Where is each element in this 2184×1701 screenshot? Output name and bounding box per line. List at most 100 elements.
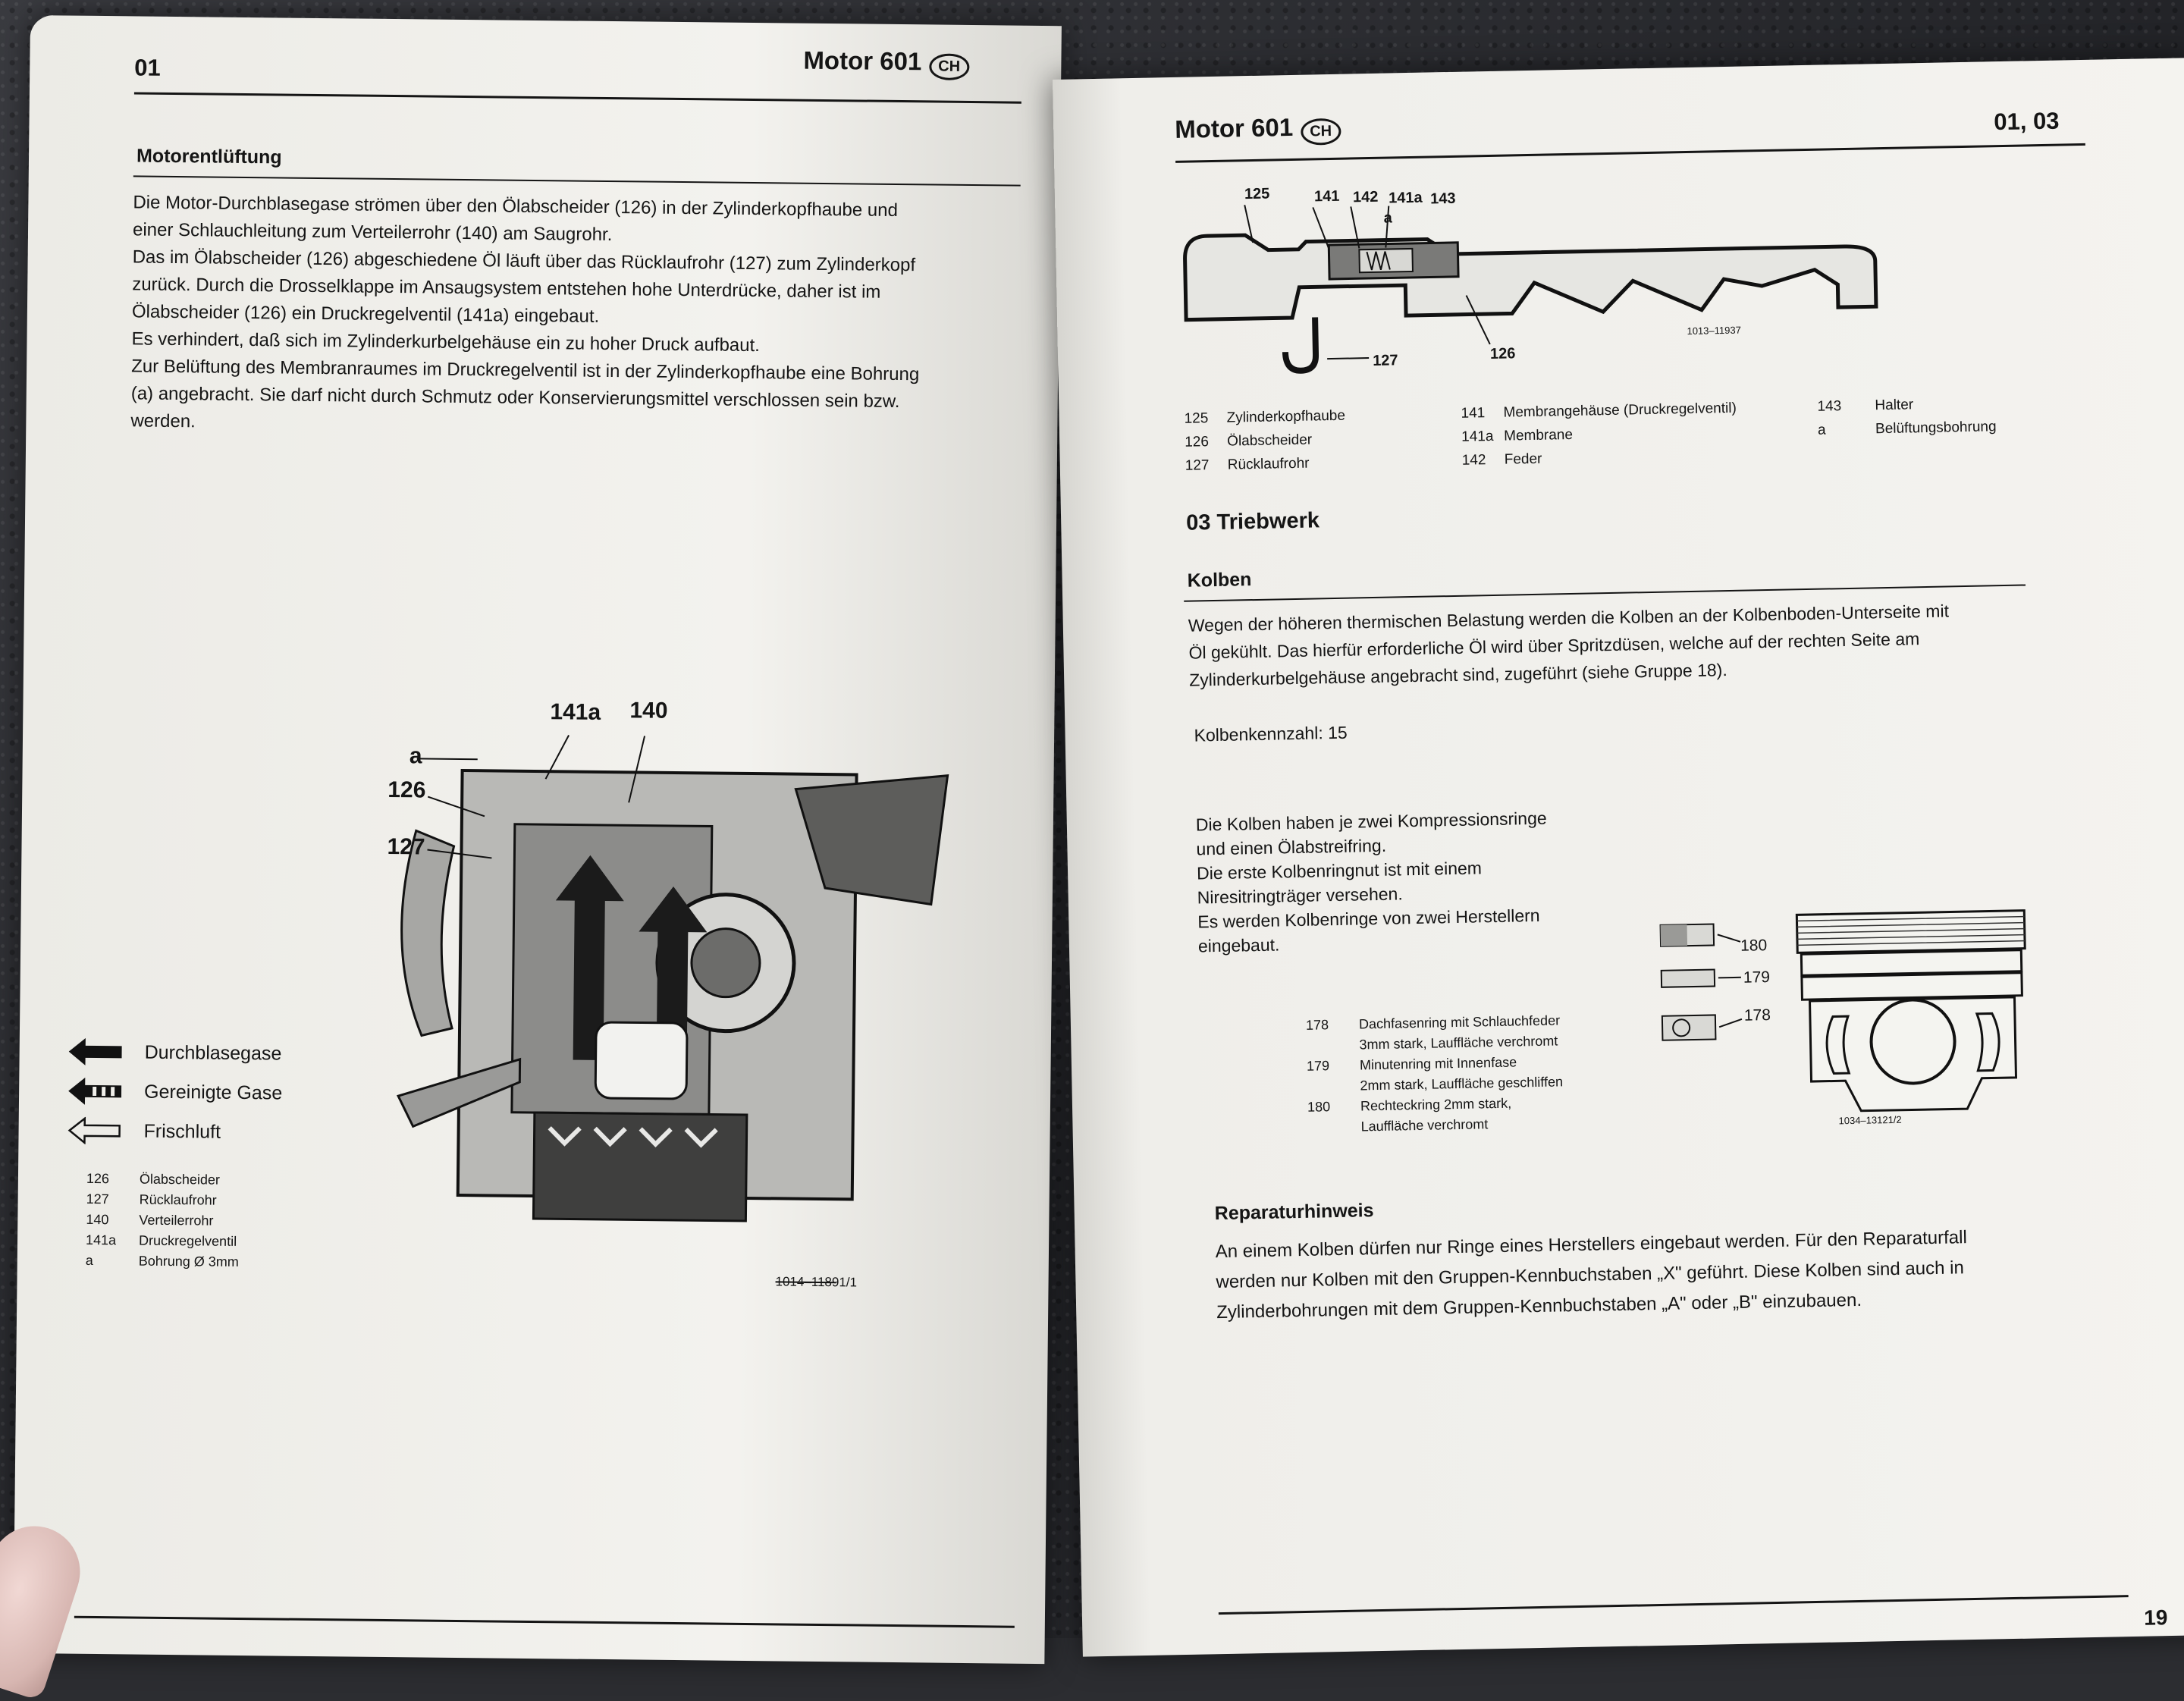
- rings-paragraph: Die Kolben haben je zwei Kompressionsrin…: [1196, 806, 1549, 959]
- figure-label-a: a: [409, 743, 422, 769]
- flow-legend-item: Frischluft: [67, 1111, 282, 1153]
- piston-callout-178: 178: [1743, 1006, 1771, 1025]
- piston-callout-179: 179: [1743, 968, 1771, 987]
- section-title-triebwerk: 03 Triebwerk: [1185, 508, 1320, 535]
- top-callout-141: 141: [1313, 187, 1340, 206]
- legend-row: a Belüftungsbohrung: [1818, 415, 1997, 442]
- legend-number: a: [85, 1252, 93, 1268]
- outline-arrow-icon: [67, 1116, 121, 1145]
- kolben-paragraph: Wegen der höheren thermischen Belastung …: [1188, 595, 2062, 694]
- legend-name: Rechteckring 2mm stark, Lauffläche verchr…: [1360, 1094, 1512, 1138]
- legend-name: Ölabscheider: [139, 1171, 221, 1188]
- left-figure-id: 1014–11891/1: [775, 1274, 858, 1290]
- kolbenkennzahl: Kolbenkennzahl: 15: [1194, 722, 1348, 745]
- flow-legend-label: Frischluft: [143, 1120, 221, 1143]
- legend-row: 127 Rücklaufrohr: [1185, 451, 1347, 478]
- legend-number: 141a: [1461, 428, 1494, 445]
- legend-number: a: [1817, 422, 1826, 438]
- piston-callout-180: 180: [1740, 937, 1768, 955]
- legend-name: Halter: [1875, 397, 1914, 414]
- legend-number: 179: [1306, 1058, 1330, 1074]
- legend-name: Druckregelventil: [138, 1232, 237, 1249]
- top-legend-col3: 143 Halter a Belüftungsbohrung: [1817, 391, 1997, 442]
- ring-desc-line2: 2mm stark, Lauffläche geschliffen: [1360, 1074, 1564, 1094]
- page-number: 19: [2143, 1605, 2168, 1630]
- ring-desc-line1: Minutenring mit Innenfase: [1359, 1054, 1517, 1073]
- legend-number: 141a: [85, 1232, 117, 1248]
- legend-name: Belüftungsbohrung: [1875, 419, 1997, 438]
- legend-number: 127: [1185, 457, 1210, 474]
- left-footer-rule: [74, 1615, 1015, 1628]
- figure-label-140: 140: [629, 698, 668, 723]
- legend-number: 126: [1185, 434, 1210, 450]
- right-header-rule: [1175, 143, 2085, 163]
- piston-illustration: [1659, 909, 2026, 1113]
- legend-number: 143: [1817, 398, 1842, 415]
- legend-number: 126: [86, 1170, 110, 1187]
- subsection-title-kolben: Kolben: [1187, 569, 1252, 592]
- legend-name: Feder: [1504, 450, 1542, 468]
- right-footer-rule: [1218, 1595, 2129, 1615]
- left-header-badge: CH: [929, 53, 970, 81]
- legend-name: Rücklaufrohr: [139, 1191, 217, 1208]
- left-paragraph: Die Motor-Durchblasegase strömen über de…: [130, 189, 1020, 444]
- left-header-number: 01: [134, 54, 161, 81]
- legend-name: Ölabscheider: [1227, 432, 1313, 450]
- top-callout-141a: 141a: [1388, 189, 1423, 207]
- top-legend-col1: 125 Zylinderkopfhaube 126 Ölabscheider 127…: [1184, 404, 1346, 478]
- legend-name: Zylinderkopfhaube: [1226, 407, 1346, 426]
- legend-name: Rücklaufrohr: [1227, 455, 1310, 473]
- figure-label-126: 126: [388, 777, 426, 803]
- legend-number: 180: [1307, 1099, 1331, 1115]
- legend-row: 125 Zylinderkopfhaube: [1184, 404, 1345, 431]
- legend-row: 143 Halter: [1817, 391, 1996, 419]
- figure-label-127: 127: [387, 833, 425, 860]
- flow-legend-item: Gereinigte Gase: [68, 1072, 283, 1113]
- top-callout-a: a: [1383, 209, 1392, 227]
- flow-legend-label: Gereinigte Gase: [144, 1081, 283, 1104]
- flow-legend-label: Durchblasegase: [144, 1041, 282, 1065]
- top-callout-125: 125: [1244, 185, 1270, 203]
- top-callout-127: 127: [1372, 352, 1398, 369]
- ring-desc-line2: Lauffläche verchromt: [1360, 1116, 1489, 1135]
- top-callout-143: 143: [1429, 190, 1456, 208]
- solid-arrow-icon: [68, 1037, 122, 1065]
- legend-row: 126 Ölabscheider: [1185, 428, 1346, 454]
- top-callout-142: 142: [1352, 188, 1379, 206]
- legend-number: 127: [86, 1191, 109, 1207]
- legend-number: 125: [1184, 410, 1209, 427]
- repair-paragraph: An einem Kolben dürfen nur Ringe eines H…: [1215, 1219, 2126, 1328]
- right-header-title: Motor 601: [1174, 112, 1294, 143]
- legend-row: 142 Feder: [1461, 444, 1737, 472]
- ring-legend-row: 180 Rechteckring 2mm stark, Lauffläche ver…: [1307, 1092, 1564, 1138]
- engine-cutaway-illustration: [396, 735, 949, 1284]
- left-section-title: Motorentlüftung: [136, 145, 282, 168]
- right-header-badge: CH: [1300, 118, 1341, 146]
- right-header-number: 01, 03: [1993, 107, 2060, 136]
- left-header-title: Motor 601: [803, 46, 922, 76]
- ring-desc-line2: 3mm stark, Lauffläche verchromt: [1359, 1033, 1558, 1053]
- flow-legend-item: Durchblasegase: [68, 1032, 283, 1074]
- left-section-rule: [133, 175, 1021, 187]
- legend-number: 142: [1461, 452, 1486, 469]
- legend-name: Verteilerrohr: [139, 1212, 214, 1229]
- top-figure-id: 1013–11937: [1687, 324, 1741, 337]
- ring-desc-line1: Rechteckring 2mm stark,: [1360, 1095, 1512, 1114]
- ring-desc-line1: Dachfasenring mit Schlauchfeder: [1358, 1012, 1561, 1032]
- piston-figure-id: 1034–13121/2: [1838, 1113, 1902, 1127]
- flow-legend: Durchblasegase Gereinigte Gase Frischluf…: [67, 1032, 283, 1153]
- top-callout-126: 126: [1489, 345, 1516, 362]
- repair-title: Reparaturhinweis: [1214, 1200, 1374, 1225]
- legend-name: Bohrung Ø 3mm: [138, 1253, 239, 1269]
